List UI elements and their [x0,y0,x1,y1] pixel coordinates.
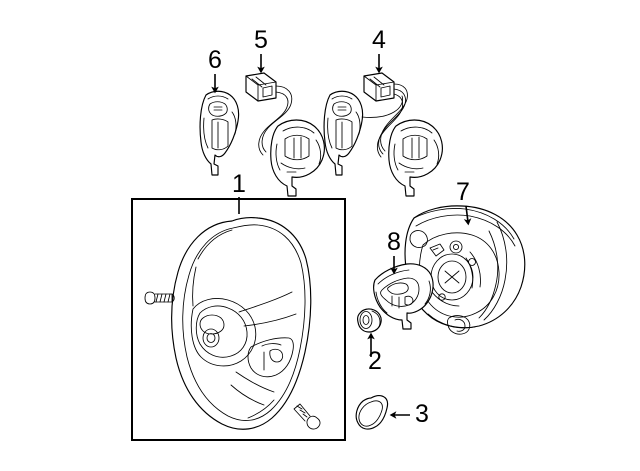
callout-label-5: 5 [254,26,268,54]
callout-label-7: 7 [456,178,470,206]
switch-body-left [270,119,325,197]
callout-label-6: 6 [208,46,222,74]
connector-right [363,72,395,102]
callout-label-4: 4 [372,26,386,54]
switch-lever-right [323,90,364,176]
grommet [357,308,382,333]
switch-bezel [373,263,434,330]
callout-label-3: 3 [415,400,429,428]
callout-leader-7 [463,205,472,226]
switch-lever-left [199,90,240,176]
screw-lower-right [293,403,321,430]
horn-button-cap [355,395,389,430]
connector-left [245,72,277,102]
steering-wheel [171,217,312,430]
callout-label-1: 1 [232,170,246,198]
switch-body-right [388,119,443,197]
callout-label-8: 8 [387,228,401,256]
callout-label-2: 2 [368,347,382,375]
screw-upper-left [144,291,175,305]
wire-left [258,85,293,156]
wire-right-bundle [361,83,408,158]
